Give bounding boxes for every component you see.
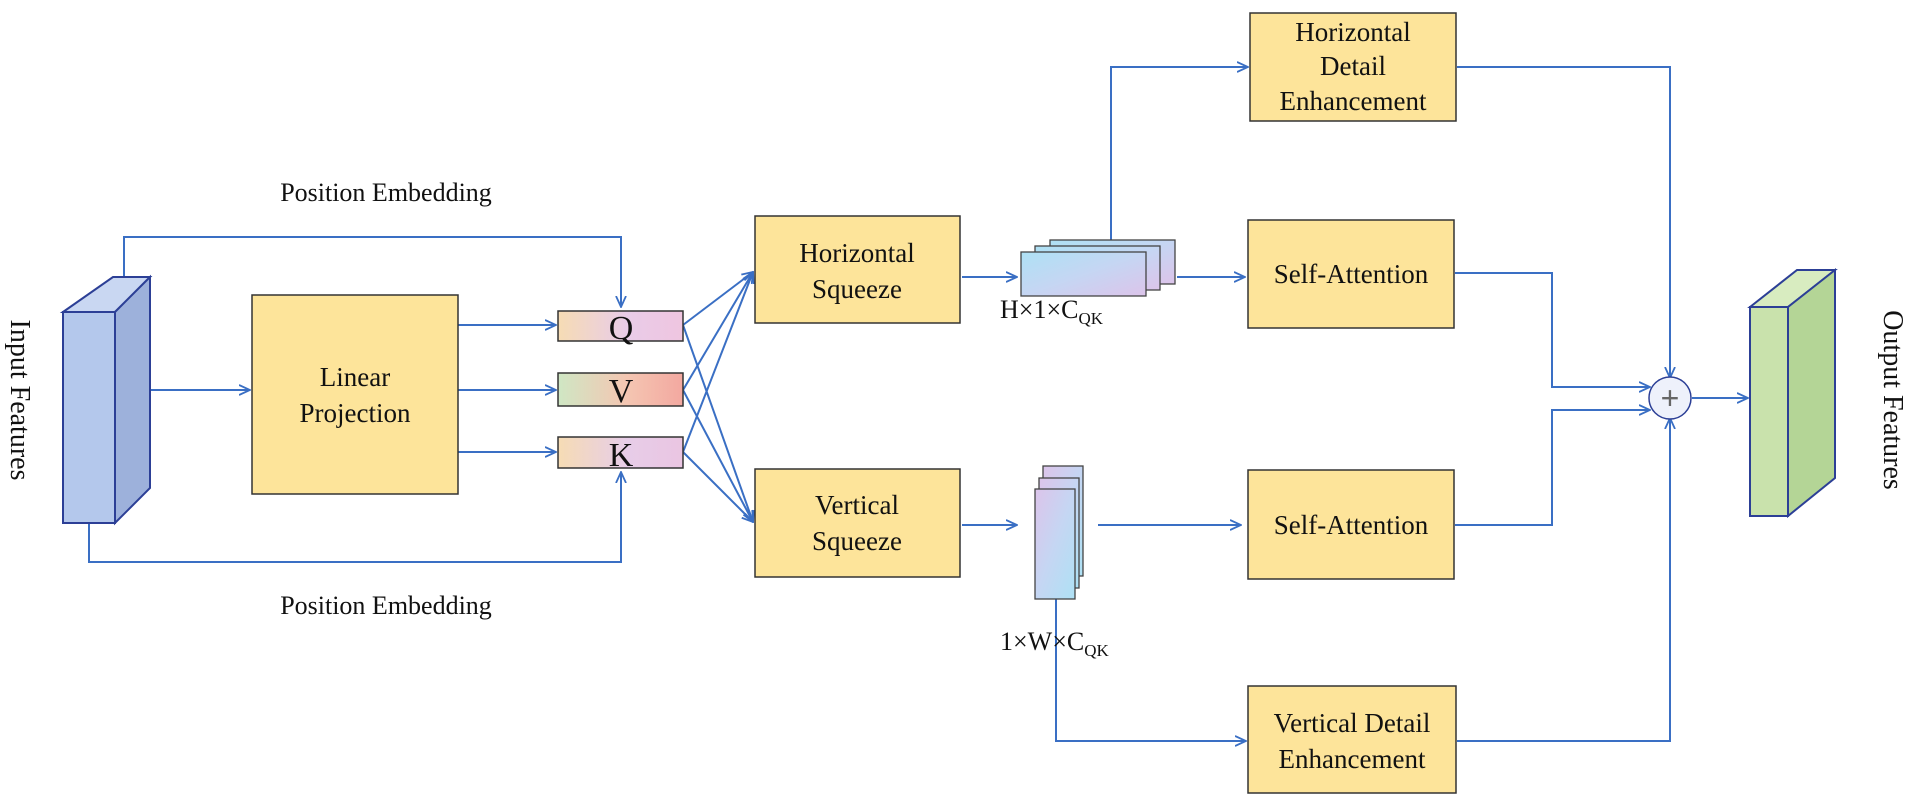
feature-h-layer-front xyxy=(1020,251,1147,297)
linear-projection-box xyxy=(251,294,459,495)
arrow-self-attention-bottom-to-sum xyxy=(1455,410,1650,526)
token-k-box xyxy=(557,436,684,469)
arrow-q-to-vertical-squeeze xyxy=(682,324,753,522)
input-block-front-face xyxy=(62,311,116,524)
arrow-feature-v-to-vertical-detail xyxy=(1055,598,1246,741)
feature-v-layer-front xyxy=(1034,488,1076,600)
sum-plus-icon: + xyxy=(1661,380,1680,416)
dimension-vertical-main: 1×W×C xyxy=(1000,627,1084,656)
position-embedding-top-label: Position Embedding xyxy=(280,178,492,207)
position-embedding-bottom-label: Position Embedding xyxy=(280,591,492,620)
input-block-side-face xyxy=(114,274,151,526)
input-features-label: Input Features xyxy=(4,320,35,481)
horizontal-detail-label-line3: Enhancement xyxy=(1280,86,1427,116)
linear-projection-label-line1: Linear xyxy=(320,362,390,392)
input-features-block xyxy=(59,274,153,526)
horizontal-squeeze-box xyxy=(754,215,961,324)
linear-projection-label-line2: Projection xyxy=(300,398,411,428)
horizontal-detail-enhancement-box xyxy=(1249,12,1457,122)
token-k-label: K xyxy=(609,437,634,474)
arrow-q-to-horizontal-squeeze xyxy=(682,272,753,326)
vertical-detail-label-line1: Vertical Detail xyxy=(1274,708,1431,738)
dimension-vertical-label: 1×W×CQK xyxy=(1000,627,1109,660)
output-features-label: Output Features xyxy=(1877,310,1905,490)
arrow-vertical-detail-to-sum xyxy=(1457,418,1670,742)
output-features-block xyxy=(1747,267,1838,519)
vertical-detail-enhancement-box xyxy=(1247,685,1457,794)
arrow-v-to-horizontal-squeeze xyxy=(682,272,753,391)
vertical-feature-stack xyxy=(1034,465,1084,600)
arrow-k-to-vertical-squeeze xyxy=(682,451,753,522)
dimension-horizontal-label: H×1×CQK xyxy=(1000,295,1104,328)
token-v-label: V xyxy=(609,373,634,410)
sum-node xyxy=(1648,376,1692,420)
arrow-self-attention-top-to-sum xyxy=(1455,272,1650,387)
horizontal-feature-stack xyxy=(1020,239,1176,297)
arrow-horizontal-detail-to-sum xyxy=(1457,66,1670,378)
output-block-front-face xyxy=(1749,306,1789,517)
dimension-vertical-subscript: QK xyxy=(1084,641,1109,660)
horizontal-squeeze-label-line2: Squeeze xyxy=(812,274,902,304)
token-q-label: Q xyxy=(609,310,634,347)
self-attention-bottom-box xyxy=(1247,469,1455,580)
output-block-side-face xyxy=(1787,267,1836,519)
arrow-position-embedding-top xyxy=(123,236,621,307)
arrow-k-to-horizontal-squeeze xyxy=(682,272,753,453)
vertical-squeeze-label-line2: Squeeze xyxy=(812,526,902,556)
self-attention-bottom-label: Self-Attention xyxy=(1274,510,1429,540)
vertical-detail-label-line2: Enhancement xyxy=(1279,744,1426,774)
horizontal-squeeze-label-line1: Horizontal xyxy=(799,238,914,268)
flow-connections xyxy=(88,66,1748,742)
dimension-horizontal-subscript: QK xyxy=(1078,309,1103,328)
vertical-squeeze-box xyxy=(754,468,961,578)
horizontal-detail-label-line1: Horizontal xyxy=(1295,17,1410,47)
token-q-box xyxy=(557,310,684,342)
vertical-squeeze-label-line1: Vertical xyxy=(815,490,899,520)
arrow-position-embedding-bottom xyxy=(88,472,621,563)
arrow-v-to-vertical-squeeze xyxy=(682,389,753,522)
arrow-feature-h-to-horizontal-detail xyxy=(1110,67,1248,240)
dimension-horizontal-main: H×1×C xyxy=(1000,295,1078,324)
horizontal-detail-label-line2: Detail xyxy=(1320,51,1386,81)
self-attention-top-box xyxy=(1247,219,1455,329)
token-v-box xyxy=(557,372,684,407)
self-attention-top-label: Self-Attention xyxy=(1274,259,1429,289)
